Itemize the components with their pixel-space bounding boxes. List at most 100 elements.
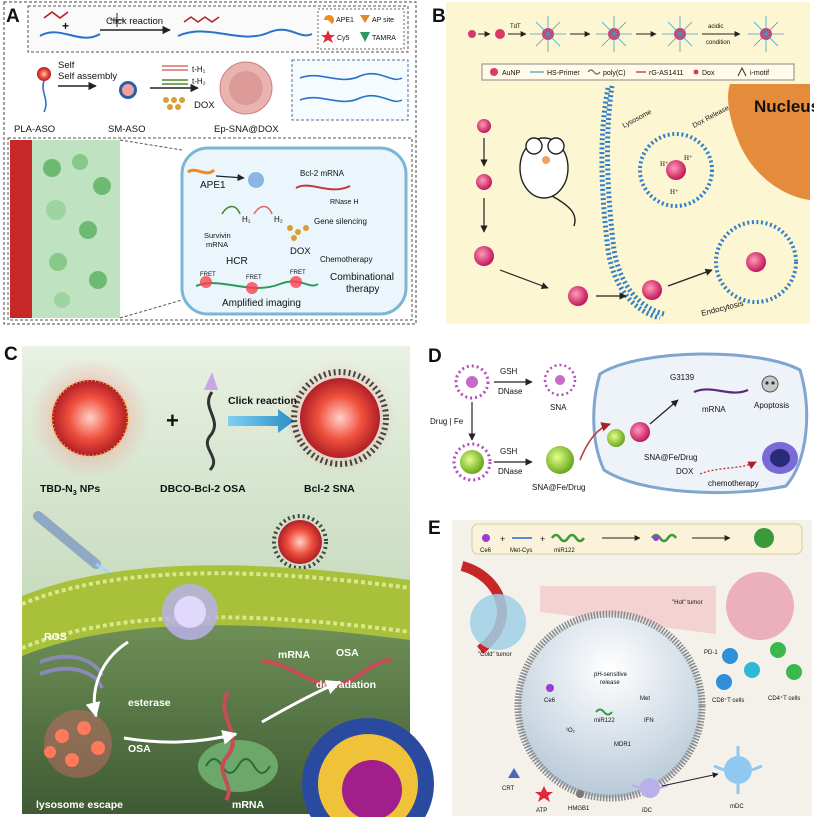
panel-b-arrows <box>474 119 713 306</box>
dox-label-d: DOX <box>676 467 694 476</box>
lysosome-cluster <box>44 710 112 778</box>
survivin-mrna-label: mRNA <box>206 240 228 249</box>
gene-silencing-label: Gene silencing <box>314 217 367 226</box>
ce6-icon <box>482 534 490 542</box>
transition-arrow <box>540 586 716 634</box>
cd8-label: CD8⁺T cells <box>712 697 744 704</box>
ce6-cell-label: Ce6 <box>544 698 556 704</box>
escape-arrow-1 <box>85 640 129 718</box>
click-reaction-arrow-c <box>228 409 294 433</box>
cd4-label: CD4⁺T cells <box>768 695 800 702</box>
mdc-label: mDC <box>730 804 744 810</box>
nanocomplex-icon <box>754 528 774 548</box>
cd4-t-cells <box>770 642 802 680</box>
h-plus-label-3: H⁺ <box>670 188 679 196</box>
click-reaction-label-c: Click reaction <box>228 395 297 407</box>
ep-sna-label: Ep-SNA@DOX <box>214 124 279 135</box>
cell-outline <box>180 146 408 316</box>
sna-near-membrane <box>278 520 322 564</box>
sna-label-d: SNA <box>550 403 567 412</box>
mdr1-label: MDR1 <box>614 742 632 748</box>
legend-polyc: poly(C) <box>603 70 626 77</box>
conjugate-strand <box>177 28 313 38</box>
self-assembly-label: Self assembly <box>58 71 117 82</box>
esterase-label: esterase <box>128 697 171 709</box>
bcl2-sna-particle <box>300 378 380 458</box>
osa-top-label: OSA <box>336 647 359 659</box>
pla-aso-micro <box>37 67 51 81</box>
click-reaction-label: Click reaction <box>106 16 163 27</box>
ifn-label: IFN <box>644 718 654 724</box>
mature-dendritic-cell <box>713 746 763 794</box>
plus-2: + <box>540 534 545 544</box>
tissue-cells <box>43 154 111 308</box>
acidic-label-2: condition <box>706 40 730 46</box>
dox-dots-top <box>163 97 185 110</box>
mrna-bottom-label: mRNA <box>232 799 265 811</box>
skull-icon <box>761 375 779 393</box>
dox-dots-cell <box>287 225 309 241</box>
dbco-label: DBCO-Bcl-2 OSA <box>160 483 246 495</box>
fret-label-2: FRET <box>246 275 262 281</box>
tamra-triangle-icon <box>360 32 370 42</box>
aunp-legend-icon <box>490 68 498 76</box>
t-h1-label: t-H₁ <box>192 65 206 74</box>
crt-icon <box>508 768 520 778</box>
hcr-product-strand <box>195 280 319 289</box>
panel-d-cell <box>592 352 809 495</box>
fret-label-3: FRET <box>290 270 306 276</box>
hairpins-cell <box>221 205 273 215</box>
nucleus-d <box>762 442 798 474</box>
sna-fe-entering <box>607 429 625 447</box>
pla-aso-label: PLA-ASO <box>14 124 55 135</box>
escape-arrow-2 <box>123 729 238 745</box>
h-plus-label-2: H⁺ <box>684 154 693 162</box>
mrna-strand-bottom <box>220 690 235 802</box>
legend-cy5: Cy5 <box>337 35 350 42</box>
dnase-label-2: DNase <box>498 467 523 476</box>
mrna-strand-d <box>693 388 749 394</box>
legend-tamra: TAMRA <box>372 35 396 42</box>
g3139-label: G3139 <box>670 373 695 382</box>
panel-b-label: B <box>432 6 446 27</box>
sna-fe-drug-label-bottom: SNA@Fe/Drug <box>532 483 585 492</box>
legend-dox: Dox <box>702 70 715 77</box>
sm-aso-in-cell <box>248 172 264 188</box>
legend-ape1: APE1 <box>336 17 354 24</box>
mrna-top-label: mRNA <box>278 649 311 661</box>
hot-tumor-label: "Hot" tumor <box>672 600 703 606</box>
spike-particles-row <box>530 16 784 52</box>
bcl2-mrna-label: Bcl-2 mRNA <box>300 169 345 178</box>
panel-e: E Ce6 + Met-Cys + miR122 "Cold" tumor "H… <box>428 518 812 816</box>
sna-released <box>543 363 577 397</box>
ap-site-icon <box>360 15 370 23</box>
fret-label-1: FRET <box>200 272 216 278</box>
ph-release-1: pH-sensitive <box>594 672 628 678</box>
tdt-label: TdT <box>510 24 521 30</box>
sna-fe-construct <box>452 442 492 482</box>
pla-molecule <box>43 11 69 19</box>
hmgb1-label: HMGB1 <box>568 806 590 812</box>
legend-ap-site: AP site <box>372 17 394 24</box>
survivin-label: Survivin <box>204 231 231 240</box>
ros-label: ROS <box>44 631 67 643</box>
rnase-h-label: RNase H <box>330 199 358 206</box>
lysosome-vesicle <box>638 132 714 208</box>
crt-label: CRT <box>502 786 515 792</box>
met-cys-label: Met-Cys <box>510 548 532 554</box>
nucleus-label: Nucleus <box>754 97 814 116</box>
plus-sign: + <box>166 408 179 433</box>
fret-glows <box>200 276 302 294</box>
tbd-nanoparticle <box>52 380 128 456</box>
cold-tumor-label: "Cold" tumor <box>478 652 512 658</box>
tumor-cell-e <box>518 614 702 798</box>
gsh-label-2: GSH <box>500 447 518 456</box>
ph-release-2: release <box>600 680 620 686</box>
hmgb1-icon <box>576 790 584 798</box>
oligo-strand <box>39 31 101 39</box>
amplified-imaging-label: Amplified imaging <box>222 298 301 309</box>
panel-a: A + Click reaction APE1 AP site Cy5 TAMR… <box>3 1 417 325</box>
tbd-suffix: NPs <box>77 483 101 495</box>
plus-1: + <box>500 534 505 544</box>
mir122-cell-label: miR122 <box>594 718 615 724</box>
